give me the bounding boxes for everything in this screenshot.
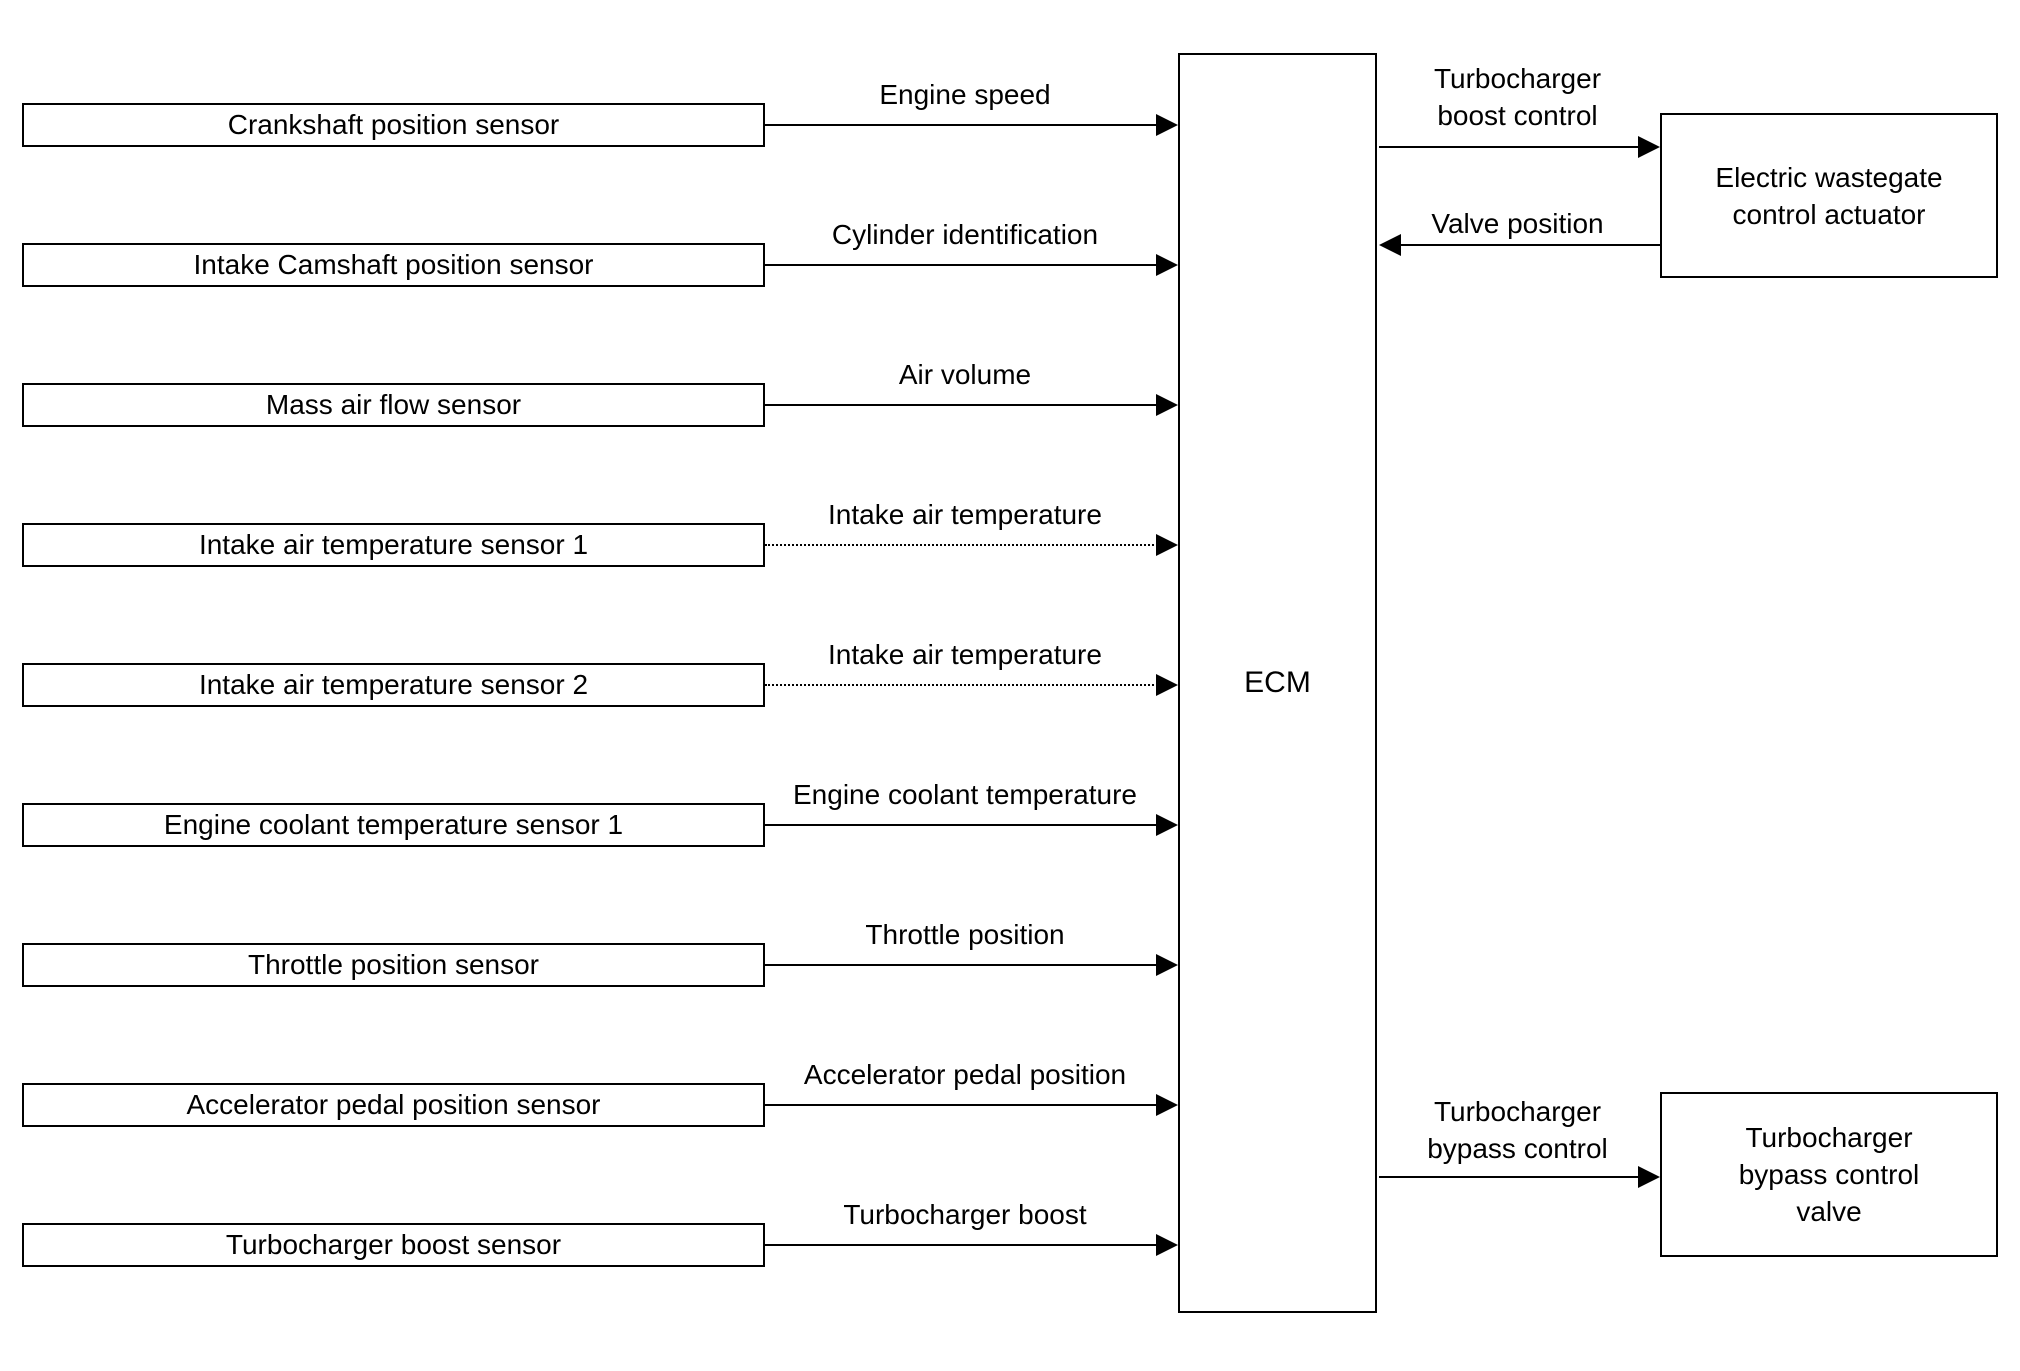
sensor-row-intake-air-temperature-1: Intake air temperature sensor 1 Intake a… xyxy=(0,499,1178,567)
arrowhead-into-ecm-icon xyxy=(1156,954,1178,976)
actuator-box-label: Turbocharger bypass control valve xyxy=(1738,1122,1920,1227)
sensor-box-label: Intake Camshaft position sensor xyxy=(193,249,594,280)
arrowhead-into-wastegate-icon xyxy=(1638,136,1660,158)
arrowhead-into-ecm-icon xyxy=(1156,394,1178,416)
sensor-box-label: Engine coolant temperature sensor 1 xyxy=(163,809,624,840)
signal-line xyxy=(765,264,1158,266)
signal-line xyxy=(765,1104,1158,1106)
signal-line-bypass-control xyxy=(1379,1176,1638,1178)
sensor-row-engine-coolant-temperature-1: Engine coolant temperature sensor 1 Engi… xyxy=(0,779,1178,847)
signal-label-engine-speed: Engine speed xyxy=(879,79,1051,111)
sensor-row-intake-air-temperature-2: Intake air temperature sensor 2 Intake a… xyxy=(0,639,1178,707)
signal-label-air-volume: Air volume xyxy=(898,359,1032,391)
sensor-box-throttle-position: Throttle position sensor xyxy=(22,943,765,987)
signal-line xyxy=(765,544,1158,546)
sensor-box-label: Intake air temperature sensor 1 xyxy=(198,529,589,560)
sensor-box-label: Mass air flow sensor xyxy=(265,389,522,420)
sensor-row-intake-camshaft-position: Intake Camshaft position sensor Cylinder… xyxy=(0,219,1178,287)
sensor-box-intake-air-temperature-1: Intake air temperature sensor 1 xyxy=(22,523,765,567)
arrowhead-into-bypass-valve-icon xyxy=(1638,1166,1660,1188)
signal-line xyxy=(765,404,1158,406)
arrowhead-into-ecm-icon xyxy=(1156,254,1178,276)
arrowhead-into-ecm-icon xyxy=(1156,534,1178,556)
sensor-box-intake-air-temperature-2: Intake air temperature sensor 2 xyxy=(22,663,765,707)
signal-line-valve-position xyxy=(1401,244,1660,246)
signal-label-turbocharger-bypass-control: Turbocharger bypass control xyxy=(1427,1096,1608,1164)
arrowhead-into-ecm-icon xyxy=(1156,1094,1178,1116)
arrowhead-into-ecm-icon xyxy=(1379,234,1401,256)
signal-line xyxy=(765,1244,1158,1246)
sensor-row-accelerator-pedal-position: Accelerator pedal position sensor Accele… xyxy=(0,1059,1178,1127)
ecm-label: ECM xyxy=(1244,666,1311,699)
signal-line xyxy=(765,964,1158,966)
signal-line-boost-control xyxy=(1379,146,1638,148)
sensor-row-crankshaft-position: Crankshaft position sensor Engine speed xyxy=(0,79,1178,147)
signal-label-throttle-position: Throttle position xyxy=(865,919,1065,951)
sensor-box-label: Crankshaft position sensor xyxy=(227,109,560,140)
signal-label-turbocharger-boost: Turbocharger boost xyxy=(843,1199,1087,1231)
sensor-row-mass-air-flow: Mass air flow sensor Air volume xyxy=(0,359,1178,427)
sensor-box-intake-camshaft-position: Intake Camshaft position sensor xyxy=(22,243,765,287)
signal-line xyxy=(765,684,1158,686)
signal-label-valve-position: Valve position xyxy=(1431,208,1604,239)
arrowhead-into-ecm-icon xyxy=(1156,674,1178,696)
actuator-box-label: Electric wastegate control actuator xyxy=(1715,161,1943,230)
ecm-box: ECM xyxy=(1178,53,1377,1313)
sensor-box-label: Turbocharger boost sensor xyxy=(225,1229,562,1260)
arrowhead-into-ecm-icon xyxy=(1156,114,1178,136)
signal-label-intake-air-temperature-2: Intake air temperature xyxy=(828,639,1102,671)
signal-label-intake-air-temperature-1: Intake air temperature xyxy=(828,499,1102,531)
actuator-box-turbocharger-bypass-valve: Turbocharger bypass control valve xyxy=(1660,1092,1998,1257)
sensor-box-accelerator-pedal-position: Accelerator pedal position sensor xyxy=(22,1083,765,1127)
sensor-box-crankshaft-position: Crankshaft position sensor xyxy=(22,103,765,147)
sensor-row-throttle-position: Throttle position sensor Throttle positi… xyxy=(0,919,1178,987)
arrowhead-into-ecm-icon xyxy=(1156,814,1178,836)
sensor-box-label: Intake air temperature sensor 2 xyxy=(198,669,589,700)
signal-line xyxy=(765,124,1158,126)
signal-label-engine-coolant-temperature: Engine coolant temperature xyxy=(793,779,1137,811)
sensor-box-label: Throttle position sensor xyxy=(247,949,540,980)
sensor-row-turbocharger-boost: Turbocharger boost sensor Turbocharger b… xyxy=(0,1199,1178,1267)
sensor-box-label: Accelerator pedal position sensor xyxy=(186,1089,601,1120)
sensor-box-turbocharger-boost: Turbocharger boost sensor xyxy=(22,1223,765,1267)
actuator-box-electric-wastegate: Electric wastegate control actuator xyxy=(1660,113,1998,278)
arrowhead-into-ecm-icon xyxy=(1156,1234,1178,1256)
signal-label-accelerator-pedal-position: Accelerator pedal position xyxy=(803,1059,1127,1091)
sensor-box-engine-coolant-temperature-1: Engine coolant temperature sensor 1 xyxy=(22,803,765,847)
signal-label-turbocharger-boost-control: Turbocharger boost control xyxy=(1433,63,1602,131)
signal-line xyxy=(765,824,1158,826)
signal-label-cylinder-identification: Cylinder identification xyxy=(831,219,1099,251)
sensor-box-mass-air-flow: Mass air flow sensor xyxy=(22,383,765,427)
